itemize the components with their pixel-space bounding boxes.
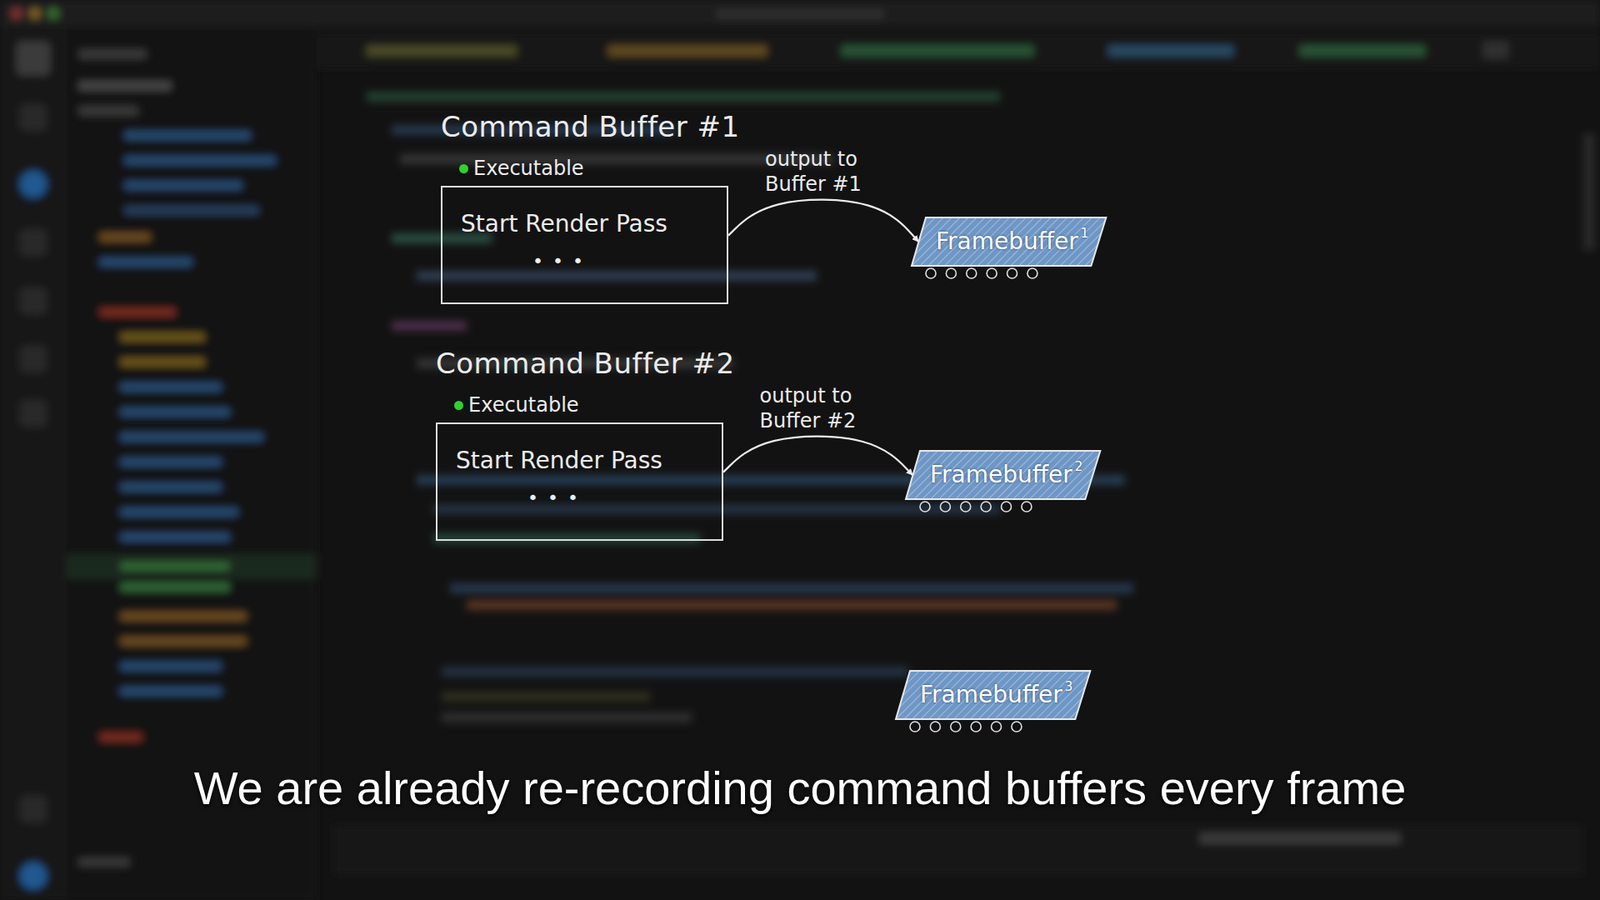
framebuffer-number: 1: [1080, 225, 1090, 241]
output-arrow: [723, 436, 913, 475]
status-row: Executable: [459, 155, 740, 181]
buffer-title: Command Buffer #2: [435, 346, 735, 381]
wheel: [966, 268, 977, 279]
ellipsis: • • •: [532, 249, 702, 275]
wheel: [945, 268, 956, 279]
wheel: [980, 501, 991, 512]
framebuffer-number: 2: [1075, 459, 1084, 475]
framebuffer-label: Framebuffer: [930, 460, 1073, 489]
command-box: Start Render Pass • • •: [440, 185, 729, 305]
framebuffer-outline: [911, 217, 1106, 266]
framebuffer-outline: [905, 450, 1100, 500]
ellipsis: • • •: [527, 485, 697, 511]
command-text: Start Render Pass: [455, 445, 697, 476]
wheel: [950, 721, 961, 732]
wheel: [1011, 721, 1022, 732]
edge-label: output to Buffer #2: [760, 383, 877, 434]
wheel: [1001, 501, 1012, 512]
caption: We are already re-recording command buff…: [0, 760, 1600, 817]
wheel: [960, 501, 971, 512]
wheel: [920, 501, 930, 512]
wheel: [925, 268, 936, 279]
wheel: [970, 721, 981, 732]
wheel: [930, 721, 940, 732]
status-row: Executable: [454, 392, 735, 418]
framebuffer: Framebuffer1: [910, 216, 1107, 267]
wheel: [991, 721, 1002, 732]
edge-label: output to Buffer #1: [765, 146, 882, 197]
status-label: Executable: [473, 156, 585, 180]
wheel: [1021, 501, 1032, 512]
status-label: Executable: [468, 393, 580, 417]
framebuffer-label: Framebuffer: [935, 227, 1079, 255]
command-buffer: Command Buffer #2 ExecutableStart Render …: [435, 346, 735, 541]
framebuffer-outline: [895, 670, 1090, 720]
output-arrow: [728, 200, 919, 242]
command-text: Start Render Pass: [460, 209, 702, 240]
wheel: [1027, 268, 1038, 279]
buffer-title: Command Buffer #1: [440, 110, 740, 145]
wheel: [940, 501, 950, 512]
framebuffer-number: 3: [1065, 679, 1074, 695]
status-dot: [459, 164, 469, 174]
command-buffer: Command Buffer #1 ExecutableStart Render …: [440, 110, 740, 305]
wheel: [986, 268, 997, 279]
command-box: Start Render Pass • • •: [435, 422, 724, 541]
framebuffer: Framebuffer2: [905, 450, 1101, 500]
wheel: [1007, 268, 1018, 279]
wheel: [910, 721, 920, 732]
framebuffer: Framebuffer3: [895, 670, 1091, 720]
framebuffer-label: Framebuffer: [920, 680, 1063, 709]
status-dot: [454, 400, 464, 410]
